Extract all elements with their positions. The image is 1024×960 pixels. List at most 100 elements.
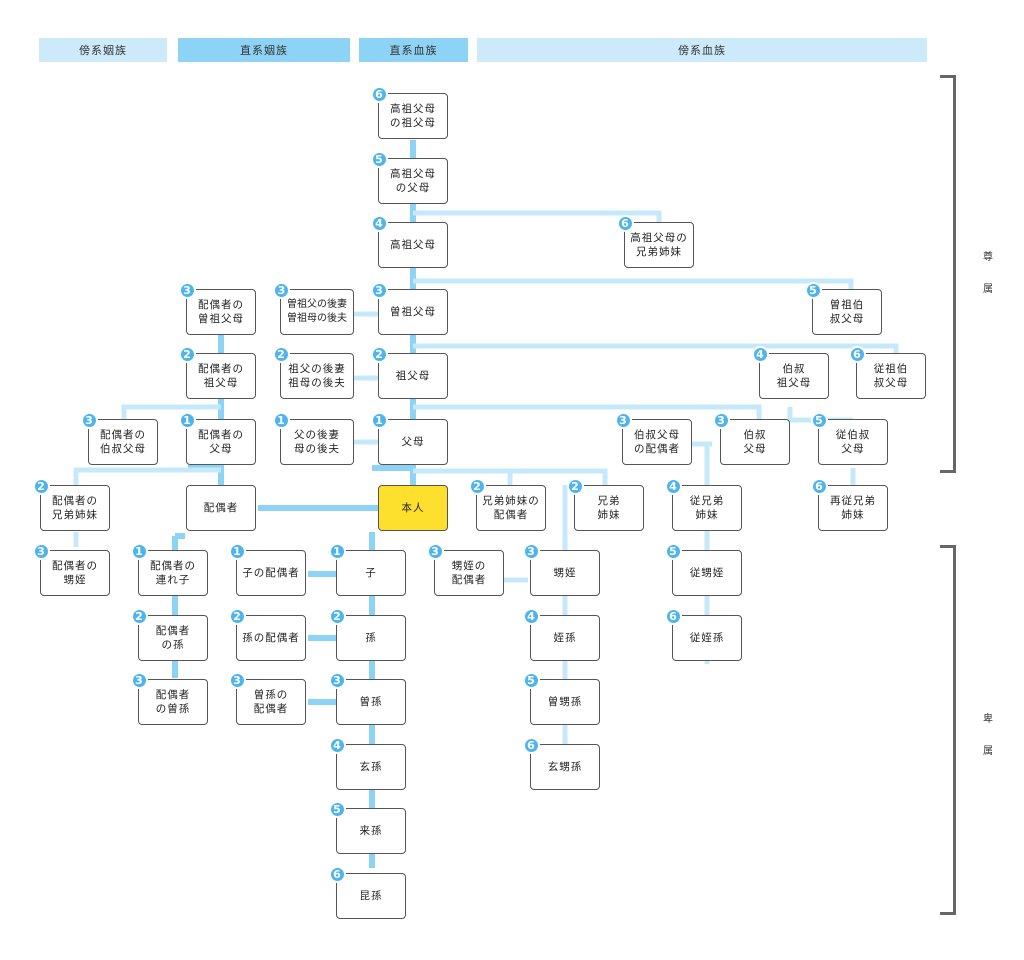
node-label: 従甥姪 bbox=[689, 567, 725, 579]
node-label: 父母 bbox=[401, 436, 425, 448]
node-label: 曽孫 bbox=[359, 696, 383, 708]
degree-badge: 6 bbox=[849, 346, 866, 363]
degree-badge: 5 bbox=[811, 412, 828, 429]
degree-badge: 2 bbox=[567, 478, 584, 495]
node-label: 配偶者の 父母 bbox=[198, 429, 244, 455]
degree-badge: 6 bbox=[371, 86, 388, 103]
node-label: 配偶者の 甥姪 bbox=[52, 560, 98, 586]
descendant-bracket bbox=[940, 545, 956, 915]
degree-badge: 5 bbox=[371, 151, 388, 168]
node-label: 配偶者 の曽孫 bbox=[155, 689, 191, 715]
node-spouse: 配偶者 bbox=[186, 485, 256, 531]
degree-badge: 1 bbox=[371, 412, 388, 429]
node-label: 姪孫 bbox=[553, 632, 577, 644]
node-first-cousins: 4 従兄弟 姉妹 bbox=[665, 478, 742, 531]
node-label: 祖父母 bbox=[395, 370, 431, 382]
degree-badge: 6 bbox=[617, 215, 634, 232]
degree-badge: 3 bbox=[33, 543, 50, 560]
degree-badge: 2 bbox=[33, 478, 50, 495]
header-collateral-blood: 傍系血族 bbox=[477, 38, 927, 62]
node-label: 孫 bbox=[365, 632, 377, 644]
degree-badge: 4 bbox=[523, 608, 540, 625]
degree-badge: 2 bbox=[273, 346, 290, 363]
degree-badge: 1 bbox=[179, 412, 196, 429]
node-spouse-grandchildren: 2 配偶者 の孫 bbox=[131, 608, 208, 661]
degree-badge: 3 bbox=[427, 543, 444, 560]
node-great-grandchild-spouse: 3 曽孫の 配偶者 bbox=[229, 672, 306, 725]
node-label: 玄甥孫 bbox=[547, 761, 583, 773]
node-label: 曽甥孫 bbox=[547, 696, 583, 708]
degree-badge: 3 bbox=[713, 412, 730, 429]
node-label: 玄孫 bbox=[359, 761, 383, 773]
degree-badge: 3 bbox=[329, 672, 346, 689]
degree-badge: 6 bbox=[665, 608, 682, 625]
ascendant-label: 尊 属 bbox=[983, 252, 993, 295]
node-label: 子 bbox=[365, 567, 377, 579]
node-label: 伯叔父母 の配偶者 bbox=[634, 429, 680, 455]
node-label: 兄弟姉妹の 配偶者 bbox=[482, 495, 540, 521]
node-label: 曽孫の 配偶者 bbox=[253, 689, 289, 715]
node-grandparents: 2 祖父母 bbox=[371, 346, 448, 399]
degree-badge: 3 bbox=[273, 282, 290, 299]
degree-badge: 5 bbox=[329, 801, 346, 818]
degree-badge: 2 bbox=[131, 608, 148, 625]
degree-badge: 3 bbox=[229, 672, 246, 689]
degree-badge: 1 bbox=[273, 412, 290, 429]
node-label: 従兄弟 姉妹 bbox=[689, 495, 725, 521]
descendant-label: 卑 属 bbox=[983, 714, 993, 757]
node-label: 父の後妻 母の後夫 bbox=[294, 429, 340, 455]
node-label: 配偶者 の孫 bbox=[155, 625, 191, 651]
node-label: 高祖父母の 兄弟姉妹 bbox=[630, 232, 688, 258]
degree-badge: 1 bbox=[131, 543, 148, 560]
degree-badge: 3 bbox=[131, 672, 148, 689]
node-label: 来孫 bbox=[359, 825, 383, 837]
node-label: 配偶者の 連れ子 bbox=[150, 560, 196, 586]
node-label: 本人 bbox=[401, 502, 425, 514]
node-label: 配偶者の 曽祖父母 bbox=[198, 299, 244, 325]
node-parents: 1 父母 bbox=[371, 412, 448, 465]
node-label: 再従兄弟 姉妹 bbox=[830, 495, 876, 521]
degree-badge: 5 bbox=[523, 672, 540, 689]
node-label: 伯叔 祖父母 bbox=[776, 363, 812, 389]
degree-badge: 2 bbox=[371, 346, 388, 363]
degree-badge: 4 bbox=[665, 478, 682, 495]
node-label: 高祖父母 の祖父母 bbox=[390, 103, 436, 129]
node-grandnephews-grandnieces: 4 姪孫 bbox=[523, 608, 600, 661]
degree-badge: 6 bbox=[329, 866, 346, 883]
degree-badge: 6 bbox=[811, 478, 828, 495]
degree-badge: 5 bbox=[665, 543, 682, 560]
degree-badge: 3 bbox=[179, 282, 196, 299]
degree-badge: 2 bbox=[329, 608, 346, 625]
node-label: 甥姪 bbox=[553, 567, 577, 579]
node-label: 曽祖伯 叔父母 bbox=[829, 299, 865, 325]
node-label: 孫の配偶者 bbox=[242, 632, 300, 644]
degree-badge: 4 bbox=[752, 346, 769, 363]
degree-badge: 2 bbox=[179, 346, 196, 363]
node-label: 配偶者の 伯叔父母 bbox=[100, 429, 146, 455]
degree-badge: 5 bbox=[805, 282, 822, 299]
node-great-grandnephews-grandnieces: 5 曽甥孫 bbox=[523, 672, 600, 725]
degree-badge: 3 bbox=[523, 543, 540, 560]
header-lineal-affinity: 直系姻族 bbox=[178, 38, 350, 62]
node-label: 子の配偶者 bbox=[242, 567, 300, 579]
node-label: 配偶者の 兄弟姉妹 bbox=[52, 495, 98, 521]
